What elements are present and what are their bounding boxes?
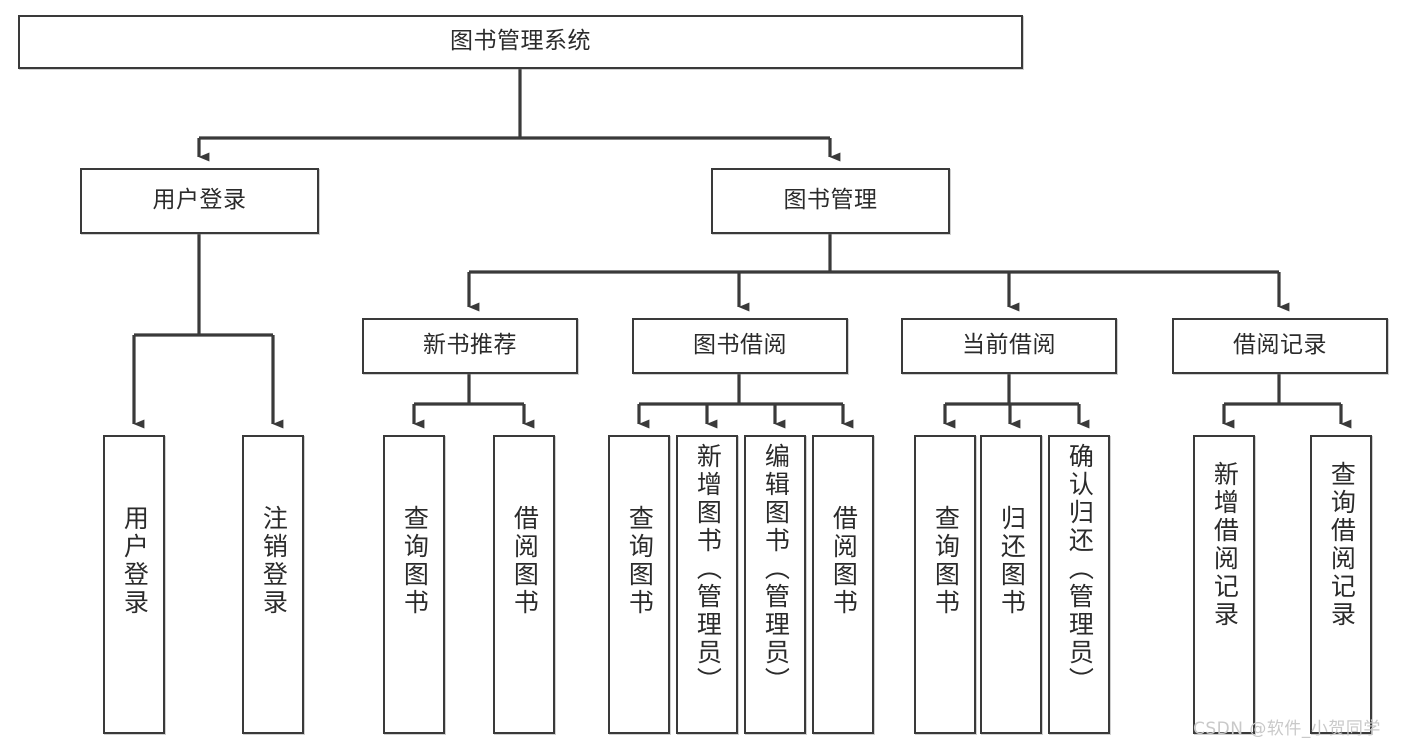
node-label: 借阅图书 (829, 505, 859, 617)
node-leaf-borrow-book[interactable]: 借阅图书 (812, 435, 874, 734)
node-leaf-add-borrow-record[interactable]: 新增借阅记录 (1193, 435, 1255, 734)
node-new-book-recommend[interactable]: 新书推荐 (362, 318, 578, 374)
node-label: 借阅图书 (510, 505, 540, 617)
node-book-management[interactable]: 图书管理 (711, 168, 950, 234)
node-book-borrow[interactable]: 图书借阅 (632, 318, 848, 374)
node-label: 新书推荐 (423, 332, 517, 359)
node-leaf-query-book-recommend[interactable]: 查询图书 (383, 435, 445, 734)
node-label: 新增借阅记录 (1210, 461, 1240, 629)
node-label: 当前借阅 (962, 332, 1056, 359)
node-user-login[interactable]: 用户登录 (80, 168, 319, 234)
node-leaf-confirm-return-admin[interactable]: 确认归还（管理员） (1048, 435, 1110, 734)
node-leaf-add-book-admin[interactable]: 新增图书（管理员） (676, 435, 738, 734)
node-label: 查询图书 (625, 505, 655, 617)
node-label: 注销登录 (259, 505, 289, 617)
node-borrow-record[interactable]: 借阅记录 (1172, 318, 1388, 374)
node-leaf-edit-book-admin[interactable]: 编辑图书（管理员） (744, 435, 806, 734)
node-leaf-logout[interactable]: 注销登录 (242, 435, 304, 734)
node-label: 图书管理 (783, 187, 878, 214)
csdn-watermark: CSDN @软件_小贺同学 (1193, 719, 1381, 739)
node-label: 用户登录 (152, 187, 247, 214)
node-label: 用户登录 (120, 505, 150, 617)
node-leaf-query-book-current[interactable]: 查询图书 (914, 435, 976, 734)
node-label: 查询图书 (400, 505, 430, 617)
node-leaf-user-login[interactable]: 用户登录 (103, 435, 165, 734)
node-label: 查询图书 (931, 505, 961, 617)
node-label: 图书借阅 (693, 332, 787, 359)
node-current-borrow[interactable]: 当前借阅 (901, 318, 1117, 374)
node-leaf-query-borrow-record[interactable]: 查询借阅记录 (1310, 435, 1372, 734)
node-label: 编辑图书（管理员） (761, 443, 791, 695)
node-root-book-management-system[interactable]: 图书管理系统 (18, 15, 1023, 69)
node-leaf-return-book[interactable]: 归还图书 (980, 435, 1042, 734)
node-label: 借阅记录 (1233, 332, 1327, 359)
node-label: 查询借阅记录 (1327, 461, 1357, 629)
node-label: 图书管理系统 (450, 28, 591, 55)
node-leaf-borrow-book-recommend[interactable]: 借阅图书 (493, 435, 555, 734)
node-label: 新增图书（管理员） (693, 443, 723, 695)
node-leaf-query-book-borrow[interactable]: 查询图书 (608, 435, 670, 734)
node-label: 归还图书 (997, 505, 1027, 617)
node-label: 确认归还（管理员） (1065, 443, 1095, 695)
